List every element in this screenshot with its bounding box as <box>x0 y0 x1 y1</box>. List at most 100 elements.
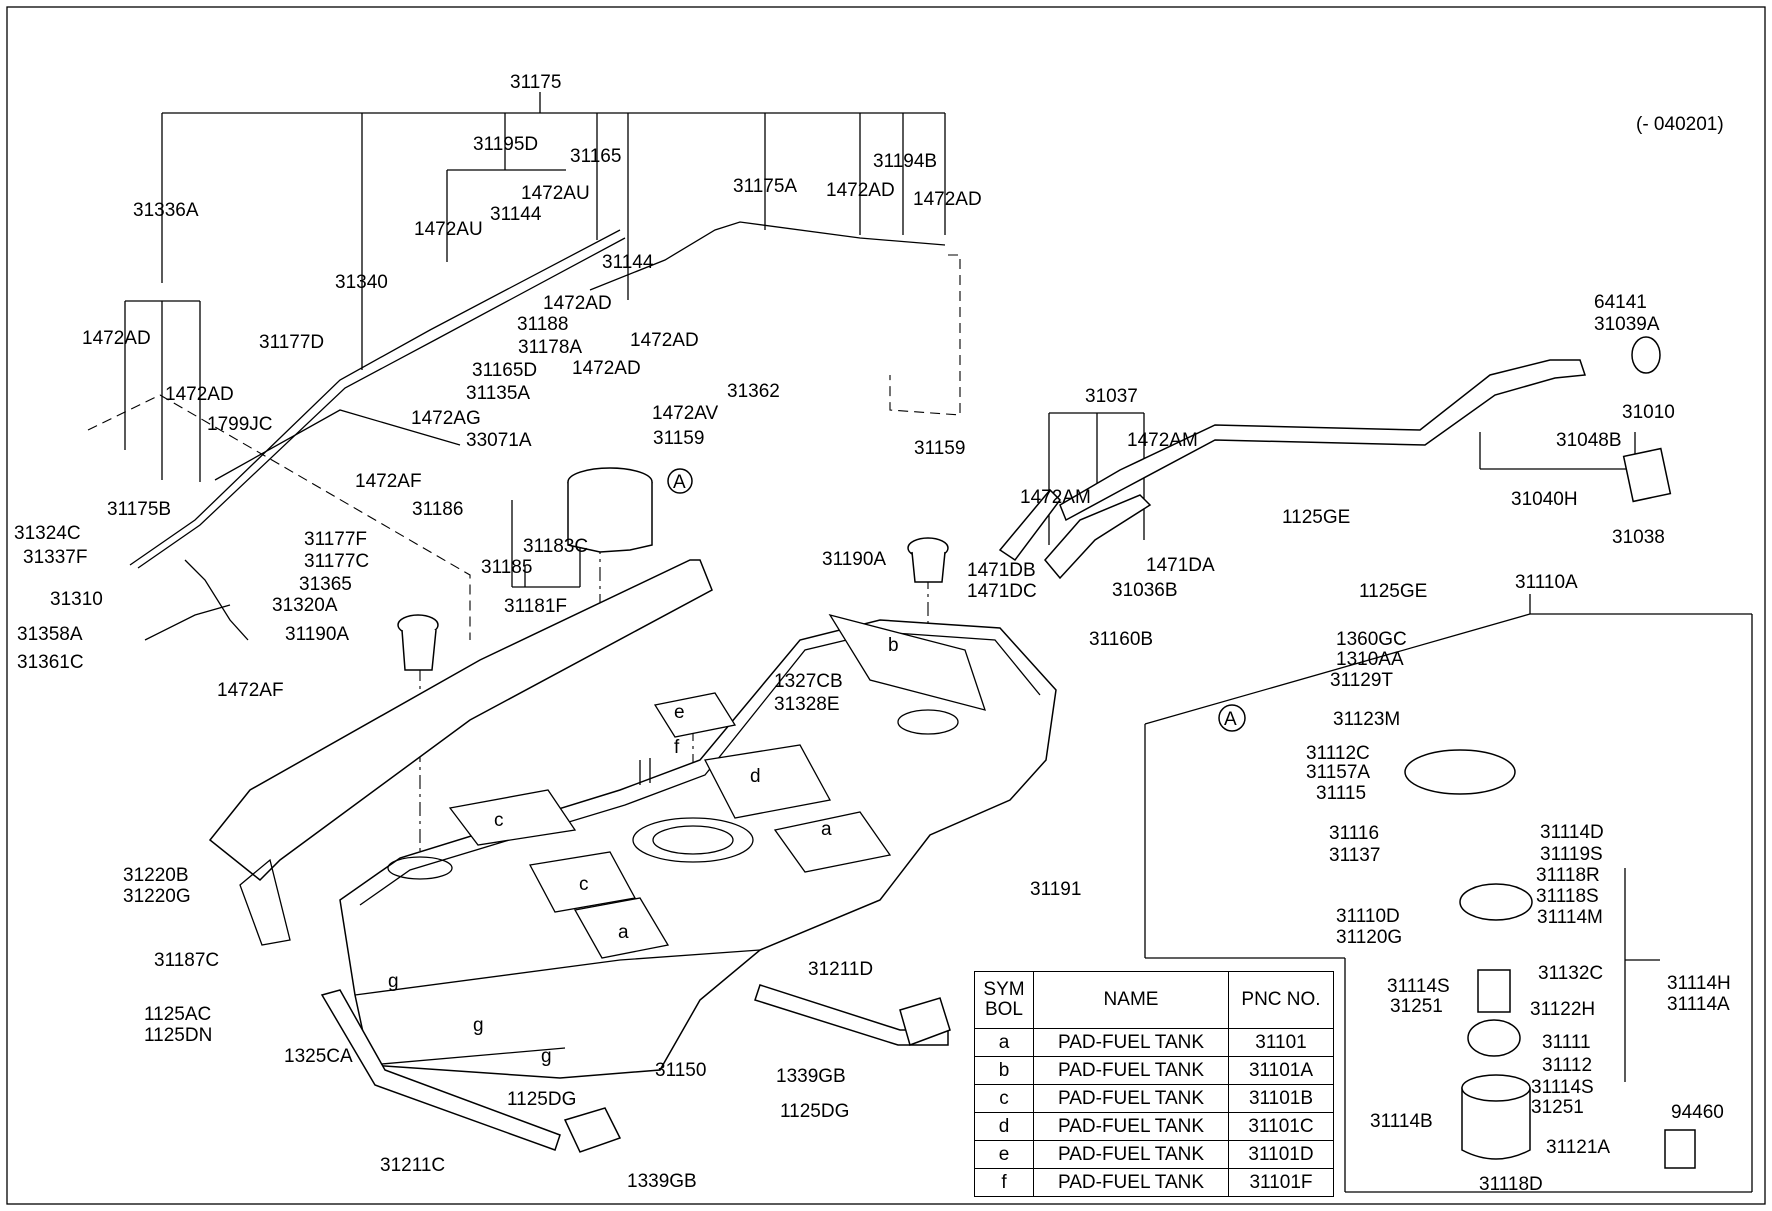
label-31010: 31010 <box>1622 402 1675 423</box>
label-31340: 31340 <box>335 272 388 293</box>
label-31177D: 31177D <box>259 332 324 353</box>
label-31129T: 31129T <box>1330 670 1393 691</box>
label-1472AG: 1472AG <box>411 408 481 429</box>
label-94460: 94460 <box>1671 1102 1724 1123</box>
label-31121A: 31121A <box>1546 1137 1610 1158</box>
label-31040H: 31040H <box>1511 489 1578 510</box>
label-1472AD-6: 1472AD <box>572 358 641 379</box>
label-31137: 31137 <box>1329 845 1380 866</box>
label-31181F: 31181F <box>504 596 567 617</box>
label-31115: 31115 <box>1316 783 1366 804</box>
label-31118S: 31118S <box>1536 886 1599 907</box>
label-31365: 31365 <box>299 574 352 595</box>
label-31211D: 31211D <box>808 959 873 980</box>
heat-shield <box>208 559 713 946</box>
label-31175: 31175 <box>510 72 561 93</box>
legend-pnc: 31101D <box>1228 1140 1334 1169</box>
label-31165: 31165 <box>570 146 621 167</box>
legend-name: PAD-FUEL TANK <box>1033 1084 1229 1113</box>
label-31175B: 31175B <box>107 499 171 520</box>
label-1125GE-1: 1125GE <box>1282 507 1350 528</box>
label-1471DC: 1471DC <box>967 581 1037 602</box>
label-31120G: 31120G <box>1336 927 1402 948</box>
label-31150: 31150 <box>655 1060 706 1081</box>
legend-name: PAD-FUEL TANK <box>1033 1056 1229 1085</box>
legend-header-row: SYM BOL NAME PNC NO. <box>974 971 1334 1029</box>
label-31110D: 31110D <box>1336 906 1400 927</box>
label-1472AD-1: 1472AD <box>826 180 895 201</box>
legend-pnc: 31101B <box>1228 1084 1334 1113</box>
pad-d <box>704 744 831 819</box>
label-31160B: 31160B <box>1089 629 1153 650</box>
label-31177C: 31177C <box>304 551 369 572</box>
label-1325CA: 1325CA <box>284 1046 353 1067</box>
label-31114S-1: 31114S <box>1387 976 1450 997</box>
legend-sym: a <box>974 1028 1034 1057</box>
label-1472AM-2: 1472AM <box>1020 487 1091 508</box>
label-31039A: 31039A <box>1594 314 1660 335</box>
label-31337F: 31337F <box>23 547 87 568</box>
label-1327CB: 1327CB <box>774 671 843 692</box>
legend-name: PAD-FUEL TANK <box>1033 1112 1229 1141</box>
label-64141: 64141 <box>1594 292 1647 313</box>
callout-marker-a: A <box>673 472 686 493</box>
label-1472AF-2: 1472AF <box>217 680 284 701</box>
filler-cap <box>1622 336 1672 503</box>
legend-name: PAD-FUEL TANK <box>1033 1140 1229 1169</box>
label-1472AF-1: 1472AF <box>355 471 422 492</box>
label-31112: 31112 <box>1542 1055 1592 1076</box>
pad-letter-c-2: c <box>579 874 589 895</box>
label-31038: 31038 <box>1612 527 1665 548</box>
legend-sym: c <box>974 1084 1034 1113</box>
label-31159-2: 31159 <box>914 438 965 459</box>
leader-lines <box>124 92 1753 1193</box>
label-31324C: 31324C <box>14 523 81 544</box>
label-31157A: 31157A <box>1306 762 1370 783</box>
label-31114M: 31114M <box>1537 907 1603 928</box>
label-31194B: 31194B <box>873 151 937 172</box>
label-1472AD-5: 1472AD <box>630 330 699 351</box>
pad-letter-g-2: g <box>473 1015 484 1036</box>
label-1125DN: 1125DN <box>144 1025 212 1046</box>
label-1471DB: 1471DB <box>967 560 1036 581</box>
legend-name: PAD-FUEL TANK <box>1033 1028 1229 1057</box>
legend-pnc: 31101F <box>1228 1168 1334 1197</box>
pad-letter-g-3: g <box>541 1046 552 1067</box>
legend-header-sym: SYM BOL <box>974 971 1034 1029</box>
label-31037: 31037 <box>1085 386 1138 407</box>
pad-letter-a-2: a <box>821 819 832 840</box>
label-31190A-1: 31190A <box>285 624 349 645</box>
inset-callout-marker-a: A <box>1224 709 1237 730</box>
label-31122H: 31122H <box>1530 999 1595 1020</box>
label-1125AC: 1125AC <box>144 1004 211 1025</box>
label-31361C: 31361C <box>17 652 84 673</box>
legend-name: PAD-FUEL TANK <box>1033 1168 1229 1197</box>
label-31036B: 31036B <box>1112 580 1178 601</box>
label-1125DG-2: 1125DG <box>507 1089 576 1110</box>
label-31220B: 31220B <box>123 865 189 886</box>
tank-straps <box>320 984 951 1153</box>
label-31119S: 31119S <box>1540 844 1603 865</box>
label-31110A: 31110A <box>1515 572 1578 593</box>
pump-assembly-inset: A <box>1218 704 1696 1169</box>
label-1471DA: 1471DA <box>1146 555 1215 576</box>
label-31114A: 31114A <box>1667 994 1730 1015</box>
label-31114B: 31114B <box>1370 1111 1433 1132</box>
label-1472AV: 1472AV <box>652 403 719 424</box>
label-1472AD-7: 1472AD <box>165 384 234 405</box>
label-1472AU-2: 1472AU <box>414 219 483 240</box>
pad-letter-g-1: g <box>388 971 399 992</box>
label-31144-1: 31144 <box>490 204 542 225</box>
label-1472AU-1: 1472AU <box>521 183 590 204</box>
label-31178A: 31178A <box>518 337 582 358</box>
label-31186: 31186 <box>412 499 463 520</box>
label-31310: 31310 <box>50 589 103 610</box>
revision-label: (- 040201) <box>1636 114 1724 135</box>
part-labels: (- 040201) 31175 31195D 31165 31336A 147… <box>14 72 1731 1195</box>
